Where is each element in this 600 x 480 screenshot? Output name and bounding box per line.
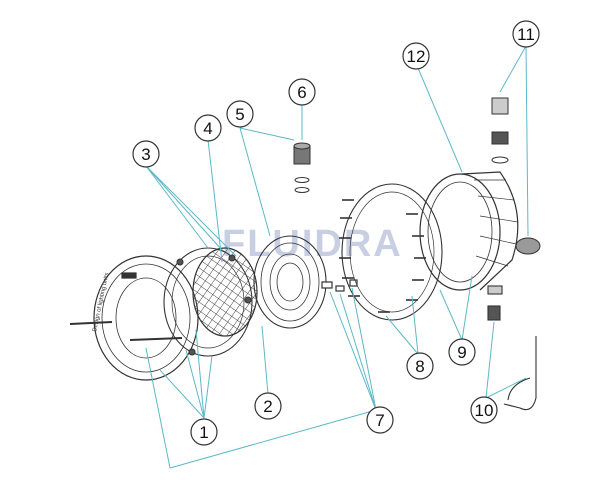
- callout-6: 6: [288, 78, 316, 106]
- callout-1: 1: [190, 418, 218, 446]
- callout-5: 5: [226, 100, 254, 128]
- grille: [192, 247, 258, 337]
- watermark-text: FLUIDRA: [222, 223, 403, 265]
- callout-label: 1: [199, 423, 208, 442]
- callout-2: 2: [254, 392, 282, 420]
- callout-label: 10: [475, 401, 494, 420]
- leader-lines: [145, 45, 529, 469]
- callout-12: 12: [402, 42, 430, 70]
- clips: [321, 279, 358, 292]
- callout-label: 7: [375, 411, 384, 430]
- callout-label: 11: [517, 25, 535, 44]
- callout-label: 6: [297, 83, 306, 102]
- callout-label: 9: [457, 343, 466, 362]
- front-cover-ring: [93, 255, 199, 381]
- callout-9: 9: [448, 338, 476, 366]
- callout-label: 5: [235, 105, 244, 124]
- callout-label: 2: [263, 397, 272, 416]
- callout-label: 8: [415, 357, 424, 376]
- mounting-flange: [339, 183, 443, 321]
- callout-3: 3: [132, 140, 160, 168]
- callout-8: 8: [406, 352, 434, 380]
- callout-label: 4: [203, 119, 212, 138]
- callout-7: 7: [366, 406, 394, 434]
- callout-11: 11: [512, 20, 540, 48]
- callout-label: 3: [141, 145, 150, 164]
- lens-gasket: [253, 235, 327, 329]
- callout-10: 10: [470, 396, 498, 424]
- cable-set-10: [487, 285, 537, 411]
- gland-set-11: [491, 97, 541, 255]
- long-screws: [69, 321, 183, 341]
- callout-4: 4: [194, 114, 222, 142]
- callout-label: 12: [407, 47, 426, 66]
- cable-gland-6: [293, 142, 311, 193]
- niche-housing: [419, 171, 519, 291]
